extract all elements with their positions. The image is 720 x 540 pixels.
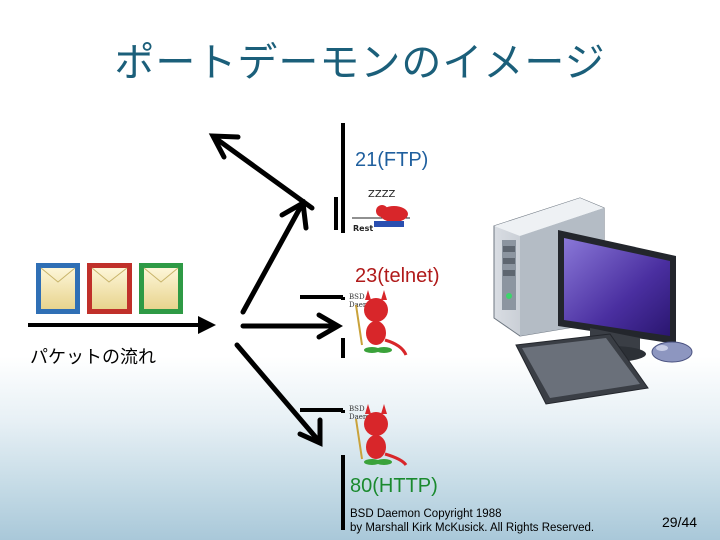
daemon-caption-line2: Daemon [349, 301, 379, 309]
slide-title: ポートデーモンのイメージ [114, 40, 606, 86]
port-wall [300, 123, 345, 530]
credit-line-1: BSD Daemon Copyright 1988 [350, 508, 502, 520]
computer-icon [493, 197, 693, 405]
arrow-right [240, 312, 343, 340]
page-number: 29/44 [662, 514, 698, 530]
packet-flow-label: パケットの流れ [30, 347, 156, 368]
daemon-caption-line2: Daemon [349, 413, 379, 421]
rest-sign: Rest [353, 224, 373, 233]
packet-envelope-green [139, 263, 183, 314]
arrow-up-right [240, 198, 309, 315]
packet-flow-arrow [28, 316, 216, 334]
arrow-down-right [234, 342, 323, 447]
zzz-text: ZZZZ [368, 189, 396, 200]
copyright-credit: BSD Daemon Copyright 1988 by Marshall Ki… [350, 507, 594, 535]
bsd-daemon-icon-http: BSD Daemon [349, 404, 408, 466]
daemon-caption-line1: BSD [349, 293, 365, 301]
packet-envelope-blue [36, 263, 80, 314]
arrow-bounce-back [208, 133, 315, 211]
port-label-ftp: 21(FTP) [355, 149, 429, 171]
bsd-daemon-icon-telnet: BSD Daemon [349, 290, 408, 356]
credit-line-2: by Marshall Kirk McKusick. All Rights Re… [350, 522, 595, 534]
port-label-telnet: 23(telnet) [355, 265, 440, 287]
packet-envelope-red [87, 263, 132, 314]
sleeping-daemon-icon: ZZZZ Rest [351, 187, 411, 233]
port-label-http: 80(HTTP) [350, 475, 438, 497]
daemon-caption-line1: BSD [349, 405, 365, 413]
